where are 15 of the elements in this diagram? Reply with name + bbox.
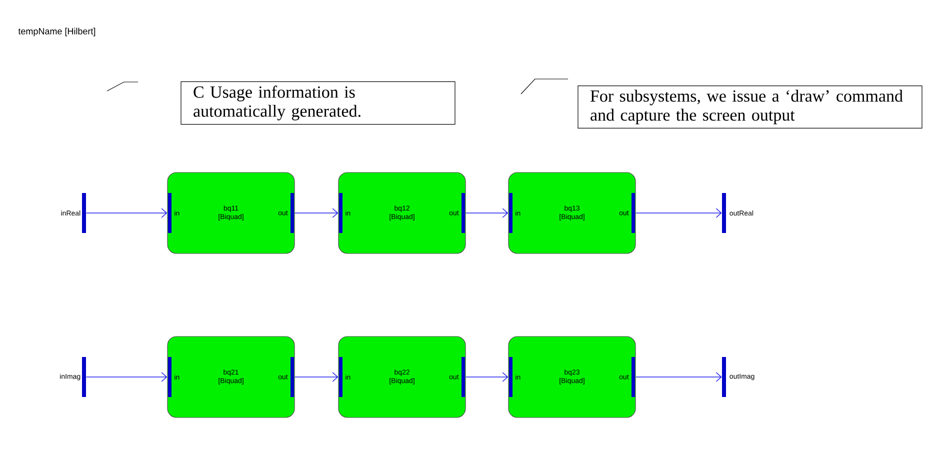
port-bar	[82, 357, 86, 397]
arrow	[294, 372, 338, 382]
arrow	[465, 372, 508, 382]
port-bar	[722, 357, 726, 397]
arrow	[86, 372, 168, 382]
arrow	[294, 208, 338, 218]
arrow	[635, 372, 722, 382]
port-bar	[722, 193, 726, 233]
arrow	[465, 208, 508, 218]
diagram-title: tempName [Hilbert]	[18, 28, 96, 36]
arrow	[635, 208, 722, 218]
note-box: For subsystems, we issue a ‘draw’ command and capture the screen output	[578, 86, 922, 128]
arrow	[86, 208, 168, 218]
note-box: C Usage information is automatically generated.	[180, 81, 456, 125]
port-bar	[82, 193, 86, 233]
